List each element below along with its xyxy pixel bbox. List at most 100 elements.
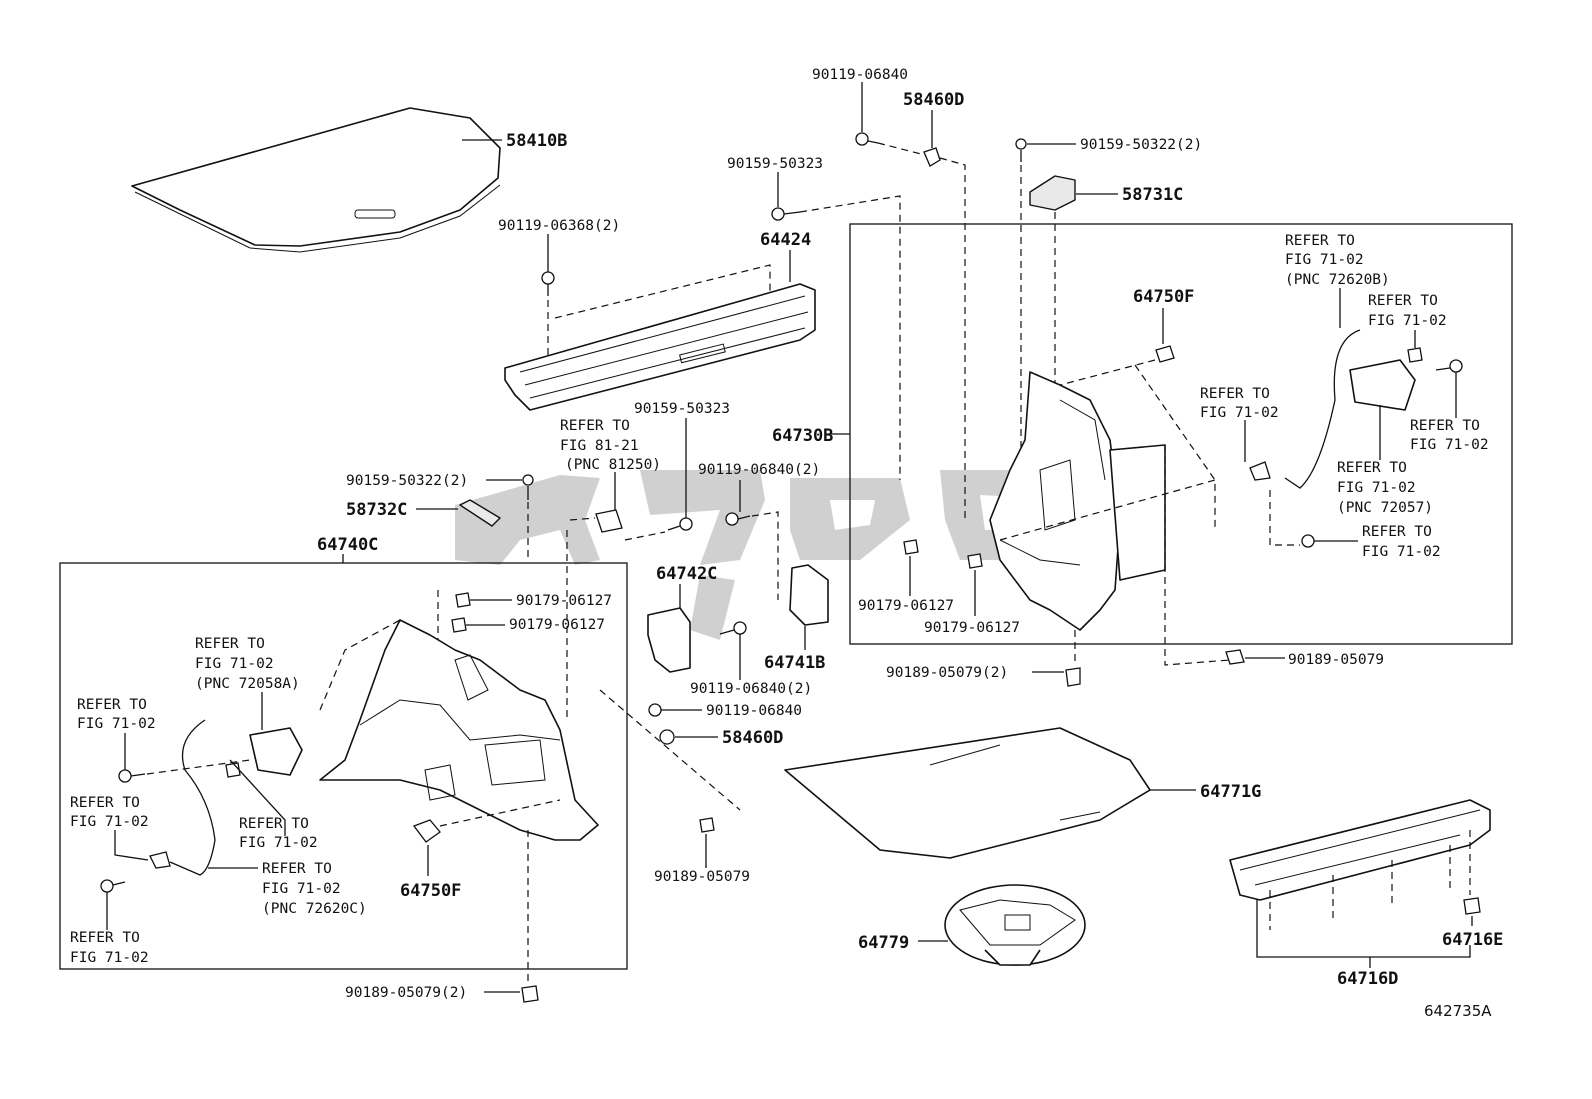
label-90159-50322-top: 90159-50322(2) bbox=[1080, 137, 1202, 153]
note-refer-r3: REFER TO FIG 71-02 bbox=[1200, 386, 1279, 421]
dash-line bbox=[751, 511, 779, 600]
dash-line bbox=[146, 759, 251, 775]
label-90119-06840-2-low: 90119-06840(2) bbox=[690, 681, 812, 697]
label-90119-06840-2-mid: 90119-06840(2) bbox=[698, 462, 820, 478]
svg-text:FIG 71-02: FIG 71-02 bbox=[1200, 405, 1279, 421]
dash-line bbox=[439, 799, 561, 827]
part-64716D-scuff-plate bbox=[1229, 799, 1491, 901]
svg-text:FIG 71-02: FIG 71-02 bbox=[77, 716, 156, 732]
svg-text:FIG 71-02: FIG 71-02 bbox=[1285, 252, 1364, 268]
label-58460D-top: 58460D bbox=[903, 90, 964, 110]
bolt-icon bbox=[733, 621, 747, 635]
part-64771G-floor-mat bbox=[784, 727, 1151, 859]
svg-text:FIG 71-02: FIG 71-02 bbox=[195, 656, 274, 672]
label-64741B: 64741B bbox=[764, 653, 825, 673]
label-90179-06127-b: 90179-06127 bbox=[509, 617, 605, 633]
dash-line bbox=[799, 195, 901, 480]
bolt-shank bbox=[719, 629, 735, 635]
label-58731C: 58731C bbox=[1122, 185, 1183, 205]
svg-text:REFER TO: REFER TO bbox=[262, 861, 332, 877]
dash-line bbox=[569, 517, 596, 521]
label-64771G: 64771G bbox=[1200, 782, 1261, 802]
label-90159-50323-top: 90159-50323 bbox=[727, 156, 823, 172]
svg-text:FIG 71-02: FIG 71-02 bbox=[70, 814, 149, 830]
label-90179-06127-a: 90179-06127 bbox=[516, 593, 612, 609]
screw-icon bbox=[679, 517, 693, 531]
part-64730B-trim-panel bbox=[989, 371, 1166, 631]
svg-text:REFER TO: REFER TO bbox=[1285, 233, 1355, 249]
svg-text:FIG 71-02: FIG 71-02 bbox=[1362, 544, 1441, 560]
label-64742C: 64742C bbox=[656, 564, 717, 584]
label-90189-05079-right: 90189-05079 bbox=[1288, 652, 1384, 668]
bolt-shank bbox=[867, 140, 879, 144]
bolt-icon bbox=[855, 132, 869, 146]
screw-icon bbox=[118, 769, 132, 783]
note-refer-l1: REFER TO FIG 71-02 bbox=[77, 697, 156, 732]
dash-line bbox=[554, 264, 771, 319]
label-90189-05079-low: 90189-05079 bbox=[654, 869, 750, 885]
bracket-64716D bbox=[1256, 900, 1471, 958]
dash-line bbox=[877, 142, 926, 156]
svg-text:REFER TO: REFER TO bbox=[1200, 386, 1270, 402]
label-64740C: 64740C bbox=[317, 535, 378, 555]
bolt-shank bbox=[737, 515, 751, 520]
label-90189-05079-mid: 90189-05079(2) bbox=[886, 665, 1008, 681]
clip-icon bbox=[699, 817, 715, 833]
label-64779: 64779 bbox=[858, 933, 909, 953]
bolt-icon bbox=[648, 703, 662, 717]
clip-icon bbox=[903, 539, 919, 555]
grommet-icon bbox=[923, 147, 941, 167]
svg-text:(PNC 72057): (PNC 72057) bbox=[1337, 500, 1433, 516]
part-64424-rail bbox=[504, 283, 816, 411]
screw-icon bbox=[771, 207, 785, 221]
label-90179-06127-c: 90179-06127 bbox=[858, 598, 954, 614]
svg-text:FIG 71-02: FIG 71-02 bbox=[262, 881, 341, 897]
screw-shank bbox=[112, 881, 126, 886]
dash-line bbox=[1164, 445, 1231, 666]
part-cable-harness-left bbox=[149, 719, 216, 876]
note-refer-72620B: REFER TO FIG 71-02 (PNC 72620B) bbox=[1285, 233, 1390, 288]
clip-icon bbox=[521, 985, 539, 1003]
svg-text:REFER TO: REFER TO bbox=[195, 636, 265, 652]
svg-text:REFER TO: REFER TO bbox=[70, 930, 140, 946]
part-64779-tray bbox=[944, 884, 1086, 966]
svg-text:(PNC 72620B): (PNC 72620B) bbox=[1285, 272, 1390, 288]
screw-shank bbox=[130, 773, 146, 777]
part-58732C-bracket bbox=[459, 499, 501, 527]
label-64424: 64424 bbox=[760, 230, 811, 250]
part-58410B-cover bbox=[131, 107, 501, 253]
label-90119-06840-low: 90119-06840 bbox=[706, 703, 802, 719]
svg-text:REFER TO: REFER TO bbox=[77, 697, 147, 713]
svg-text:REFER TO: REFER TO bbox=[70, 795, 140, 811]
label-58732C: 58732C bbox=[346, 500, 407, 520]
note-refer-l2: REFER TO FIG 71-02 bbox=[239, 816, 318, 851]
label-64750F-left: 64750F bbox=[400, 881, 461, 901]
svg-text:(PNC 72620C): (PNC 72620C) bbox=[262, 901, 367, 917]
screw-icon bbox=[100, 879, 114, 893]
screw-shank bbox=[1435, 367, 1451, 371]
leader-refer-l3 bbox=[114, 830, 149, 861]
note-refer-72620C: REFER TO FIG 71-02 (PNC 72620C) bbox=[262, 861, 367, 917]
svg-text:FIG 71-02: FIG 71-02 bbox=[70, 950, 149, 966]
svg-text:FIG 71-02: FIG 71-02 bbox=[1410, 437, 1489, 453]
svg-text:FIG 81-21: FIG 81-21 bbox=[560, 438, 639, 454]
bolt-icon bbox=[725, 512, 739, 526]
note-refer-r2: REFER TO FIG 71-02 bbox=[1410, 418, 1489, 453]
svg-text:FIG 71-02: FIG 71-02 bbox=[239, 835, 318, 851]
dash-line bbox=[999, 479, 1216, 541]
screw-shank bbox=[783, 211, 801, 215]
label-58460D-low: 58460D bbox=[722, 728, 783, 748]
label-64716D: 64716D bbox=[1337, 969, 1398, 989]
clip-icon bbox=[455, 592, 471, 608]
screw-shank bbox=[667, 525, 681, 531]
svg-text:REFER TO: REFER TO bbox=[1337, 460, 1407, 476]
part-64740C-trim-panel bbox=[319, 619, 599, 841]
clip-icon bbox=[595, 509, 623, 533]
svg-text:REFER TO: REFER TO bbox=[1362, 524, 1432, 540]
clip-icon bbox=[541, 271, 555, 285]
drawing-id: 642735A bbox=[1424, 1002, 1492, 1020]
clip-icon bbox=[412, 819, 441, 843]
clip-icon bbox=[1155, 345, 1175, 363]
svg-text:REFER TO: REFER TO bbox=[1410, 418, 1480, 434]
